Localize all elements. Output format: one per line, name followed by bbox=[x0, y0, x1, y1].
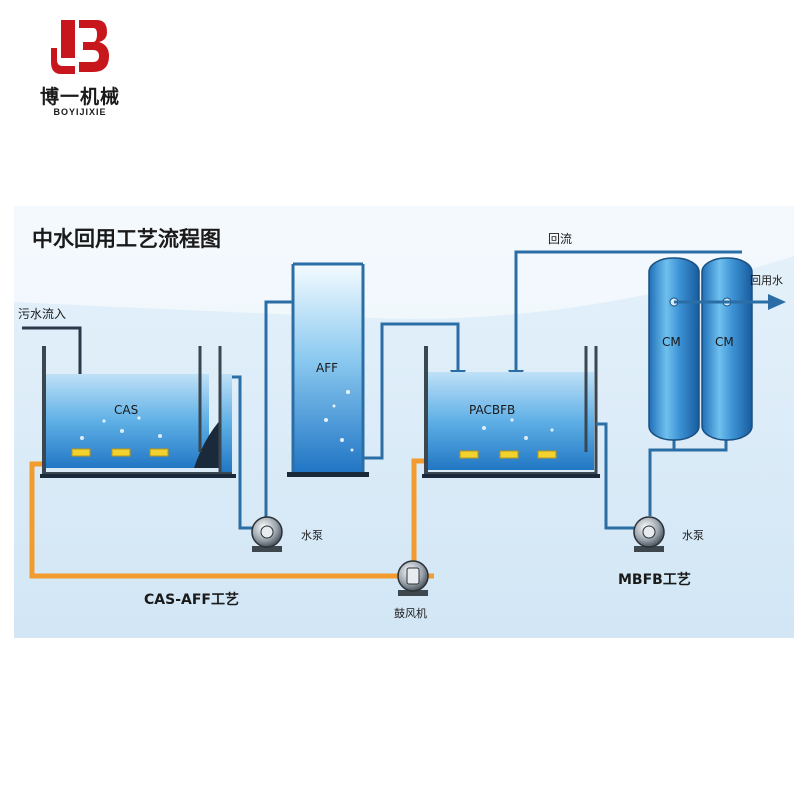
aff-bubbles bbox=[324, 390, 354, 452]
pipe-pump1-to-aff bbox=[264, 300, 296, 524]
pump-2-label: 水泵 bbox=[682, 529, 704, 542]
pipe-pump2-to-cm bbox=[648, 438, 728, 516]
pump-1-icon bbox=[251, 516, 283, 552]
cm-column-1 bbox=[648, 257, 700, 441]
cas-label: CAS bbox=[114, 403, 138, 417]
cm-column-2 bbox=[701, 257, 753, 441]
pump-2-icon bbox=[633, 516, 665, 552]
background-wave bbox=[14, 206, 794, 319]
blower-label: 鼓风机 bbox=[394, 606, 427, 620]
pacbfb-bubbles bbox=[482, 418, 554, 440]
logo-name-cn: 博一机械 bbox=[39, 86, 120, 108]
process-flow-diagram: 中水回用工艺流程图 污水流入 CAS 水泵 bbox=[14, 206, 794, 638]
cas-diffusers bbox=[71, 448, 169, 457]
process-mbfb-label: MBFB工艺 bbox=[618, 571, 691, 588]
return-label: 回流 bbox=[548, 232, 572, 246]
pacbfb-label: PACBFB bbox=[469, 403, 515, 417]
inlet-arrow bbox=[22, 326, 82, 376]
pipe-pacbfb-to-pump2 bbox=[596, 422, 634, 530]
logo-name-en: BOYIJIXIE bbox=[53, 107, 107, 117]
pipe-cas-to-pump1 bbox=[232, 375, 254, 530]
cas-tank bbox=[40, 346, 236, 478]
logo-mark-icon bbox=[51, 20, 109, 74]
cm-2-label: CM bbox=[715, 335, 734, 349]
inlet-label: 污水流入 bbox=[18, 307, 66, 321]
pipe-aff-to-pacbfb bbox=[363, 322, 460, 460]
blower-icon bbox=[397, 560, 429, 596]
outlet-arrowhead bbox=[768, 294, 786, 310]
outlet-label: 回用水 bbox=[750, 274, 783, 287]
cm-1-label: CM bbox=[662, 335, 681, 349]
diagram-title: 中水回用工艺流程图 bbox=[32, 227, 221, 251]
pipe-return-line bbox=[514, 250, 742, 374]
process-cas-aff-label: CAS-AFF工艺 bbox=[144, 591, 239, 608]
company-logo: 博一机械 BOYIJIXIE bbox=[20, 12, 140, 122]
aff-tower bbox=[287, 262, 369, 477]
pacbfb-diffusers bbox=[459, 450, 557, 459]
cas-bubbles bbox=[80, 416, 162, 440]
aff-label: AFF bbox=[316, 361, 338, 375]
pump-1-label: 水泵 bbox=[301, 529, 323, 542]
